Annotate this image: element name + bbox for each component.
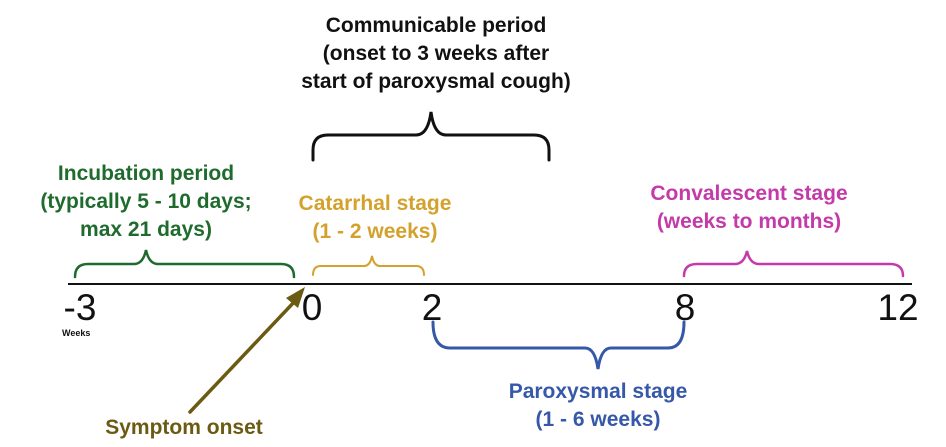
incubation-brace bbox=[73, 249, 296, 279]
communicable-label: Communicable period (onset to 3 weeks af… bbox=[276, 12, 596, 96]
paroxysmal-label: Paroxysmal stage (1 - 6 weeks) bbox=[503, 378, 693, 434]
incubation-label: Incubation period (typically 5 - 10 days… bbox=[22, 160, 270, 244]
symptom-onset-label: Symptom onset bbox=[84, 414, 284, 442]
incubation-line-2: (typically 5 - 10 days; bbox=[40, 190, 252, 213]
incubation-line-1: Incubation period bbox=[57, 162, 235, 185]
paroxysmal-line-1: Paroxysmal stage bbox=[508, 380, 688, 403]
paroxysmal-brace bbox=[431, 320, 686, 370]
symptom-onset-text: Symptom onset bbox=[105, 416, 263, 439]
catarrhal-brace bbox=[312, 255, 425, 276]
paroxysmal-line-2: (1 - 6 weeks) bbox=[535, 408, 661, 431]
catarrhal-line-2: (1 - 2 weeks) bbox=[312, 220, 438, 243]
convalescent-brace bbox=[682, 250, 905, 278]
communicable-line-3: start of paroxysmal cough) bbox=[301, 70, 571, 93]
tick-label-12: 12 bbox=[877, 287, 919, 328]
convalescent-label: Convalescent stage (weeks to months) bbox=[640, 180, 858, 236]
tick-label-8: 8 bbox=[674, 287, 696, 328]
symptom-onset-arrow-head bbox=[286, 287, 305, 308]
communicable-line-1: Communicable period bbox=[325, 14, 547, 37]
convalescent-line-1: Convalescent stage bbox=[650, 182, 848, 205]
communicable-brace bbox=[311, 111, 551, 162]
symptom-onset-arrow-shaft bbox=[188, 298, 298, 414]
axis-units-label: Weeks bbox=[62, 328, 91, 338]
tick-label-2: 2 bbox=[421, 287, 443, 328]
communicable-line-2: (onset to 3 weeks after bbox=[322, 42, 550, 65]
tick-label-0: 0 bbox=[301, 287, 323, 328]
incubation-line-3: max 21 days) bbox=[80, 218, 212, 241]
catarrhal-label: Catarrhal stage (1 - 2 weeks) bbox=[280, 190, 470, 246]
tick-label-minus-3: -3 bbox=[63, 287, 97, 328]
catarrhal-line-1: Catarrhal stage bbox=[298, 192, 452, 215]
convalescent-line-2: (weeks to months) bbox=[656, 210, 842, 233]
